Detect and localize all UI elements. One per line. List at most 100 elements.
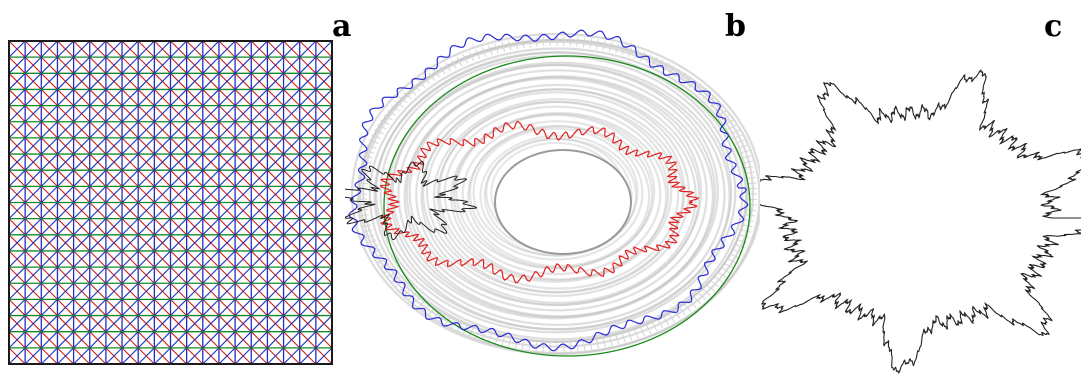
torus-ring [425, 91, 686, 294]
hatch-mark [374, 129, 384, 135]
hatch-mark [433, 69, 441, 78]
hatch-mark [714, 105, 724, 112]
diagonal-blue [8, 299, 26, 316]
torus-ring [450, 111, 668, 281]
diagonal-blue [250, 105, 268, 123]
hatch-mark [651, 321, 658, 332]
diagonal-blue [283, 169, 301, 187]
panel-b-label: b [725, 9, 746, 44]
hatch-mark [408, 87, 417, 96]
diagonal-blue [283, 347, 301, 365]
diagonal-blue [202, 234, 220, 252]
hatch-mark [741, 229, 752, 233]
diagonal-blue [283, 234, 301, 252]
diagonal-blue [121, 218, 139, 236]
diagonal-blue [186, 315, 204, 333]
torus-ring [479, 134, 638, 257]
diagonal-blue [121, 40, 139, 58]
diagonal-blue [218, 315, 236, 333]
diagonal-blue [202, 105, 220, 123]
diagonal-blue [234, 137, 252, 155]
diagonal-blue [73, 72, 91, 90]
diagonal-blue [186, 299, 204, 316]
diagonal-blue [121, 282, 139, 300]
diagonal-blue [24, 89, 42, 106]
diagonal-blue [89, 266, 107, 284]
diagonal-blue [8, 40, 26, 58]
diagonal-blue [8, 72, 26, 90]
hatch-mark [358, 176, 369, 180]
diagonal-blue [40, 234, 58, 252]
diagonal-blue [137, 202, 155, 220]
hatch-mark [417, 300, 426, 309]
diagonal-blue [267, 40, 284, 58]
diagonal-blue [202, 153, 220, 171]
hatch-mark [615, 334, 620, 345]
blue-curve [348, 29, 749, 352]
diagonal-blue [153, 89, 171, 106]
torus-ring [368, 47, 748, 343]
hatch-mark [403, 288, 412, 296]
hatch-mark [508, 337, 512, 348]
hatch-mark [357, 182, 368, 185]
diagonal-blue [24, 121, 42, 139]
diagonal-blue [40, 105, 58, 123]
hatch-mark [657, 319, 664, 329]
diagonal-blue [153, 331, 171, 349]
diagonal-blue [121, 250, 139, 268]
diagonal-blue [24, 169, 42, 187]
panel-c-label: c [1044, 9, 1063, 44]
hatch-mark [717, 272, 727, 279]
torus-ring [438, 100, 673, 283]
diagonal-blue [40, 137, 58, 155]
hatch-mark [627, 331, 633, 341]
diagonal-blue [137, 40, 155, 58]
diagonal-blue [40, 121, 58, 139]
torus-ring [468, 125, 644, 261]
diagonal-blue [315, 282, 333, 300]
hatch-mark [651, 56, 658, 67]
diagonal-blue [73, 169, 91, 187]
black-fractal-curve [345, 161, 478, 241]
diagonal-blue [283, 266, 301, 284]
diagonal-blue [186, 185, 204, 203]
diagonal-blue [283, 40, 301, 58]
diagonal-blue [186, 169, 204, 187]
diagonal-blue [8, 266, 26, 284]
diagonal-blue [170, 169, 188, 187]
diagonal-blue [267, 202, 284, 220]
diagonal-blue [299, 137, 317, 155]
diagonal-blue [267, 266, 284, 284]
hatch-mark [377, 124, 387, 130]
hatch-mark [693, 296, 702, 305]
hatch-mark [403, 92, 412, 100]
diagonal-blue [218, 105, 236, 123]
diagonal-blue [57, 250, 74, 268]
fractal-figure [760, 69, 1081, 374]
diagonal-blue [105, 266, 123, 284]
hatch-mark [390, 105, 400, 112]
diagonal-blue [234, 315, 252, 333]
hatch-mark [721, 267, 731, 274]
hatch-mark [714, 276, 724, 283]
diagonal-blue [57, 121, 74, 139]
diagonal-blue [315, 234, 333, 252]
diagonal-blue [250, 89, 268, 106]
diagonal-blue [218, 121, 236, 139]
diagonal-blue [218, 282, 236, 300]
diagonal-blue [24, 234, 42, 252]
diagonal-blue [170, 218, 188, 236]
hatch-mark [501, 41, 506, 52]
diagonal-blue [89, 72, 107, 90]
diagonal-blue [283, 153, 301, 171]
diagonal-blue [57, 299, 74, 316]
diagonal-blue [40, 185, 58, 203]
diagonal-blue [57, 315, 74, 333]
diagonal-blue [315, 72, 333, 90]
diagonal-blue [218, 266, 236, 284]
diagonal-blue [299, 169, 317, 187]
diagonal-blue [250, 40, 268, 58]
diagonal-blue [170, 299, 188, 316]
diagonal-blue [170, 105, 188, 123]
diagonal-blue [8, 169, 26, 187]
